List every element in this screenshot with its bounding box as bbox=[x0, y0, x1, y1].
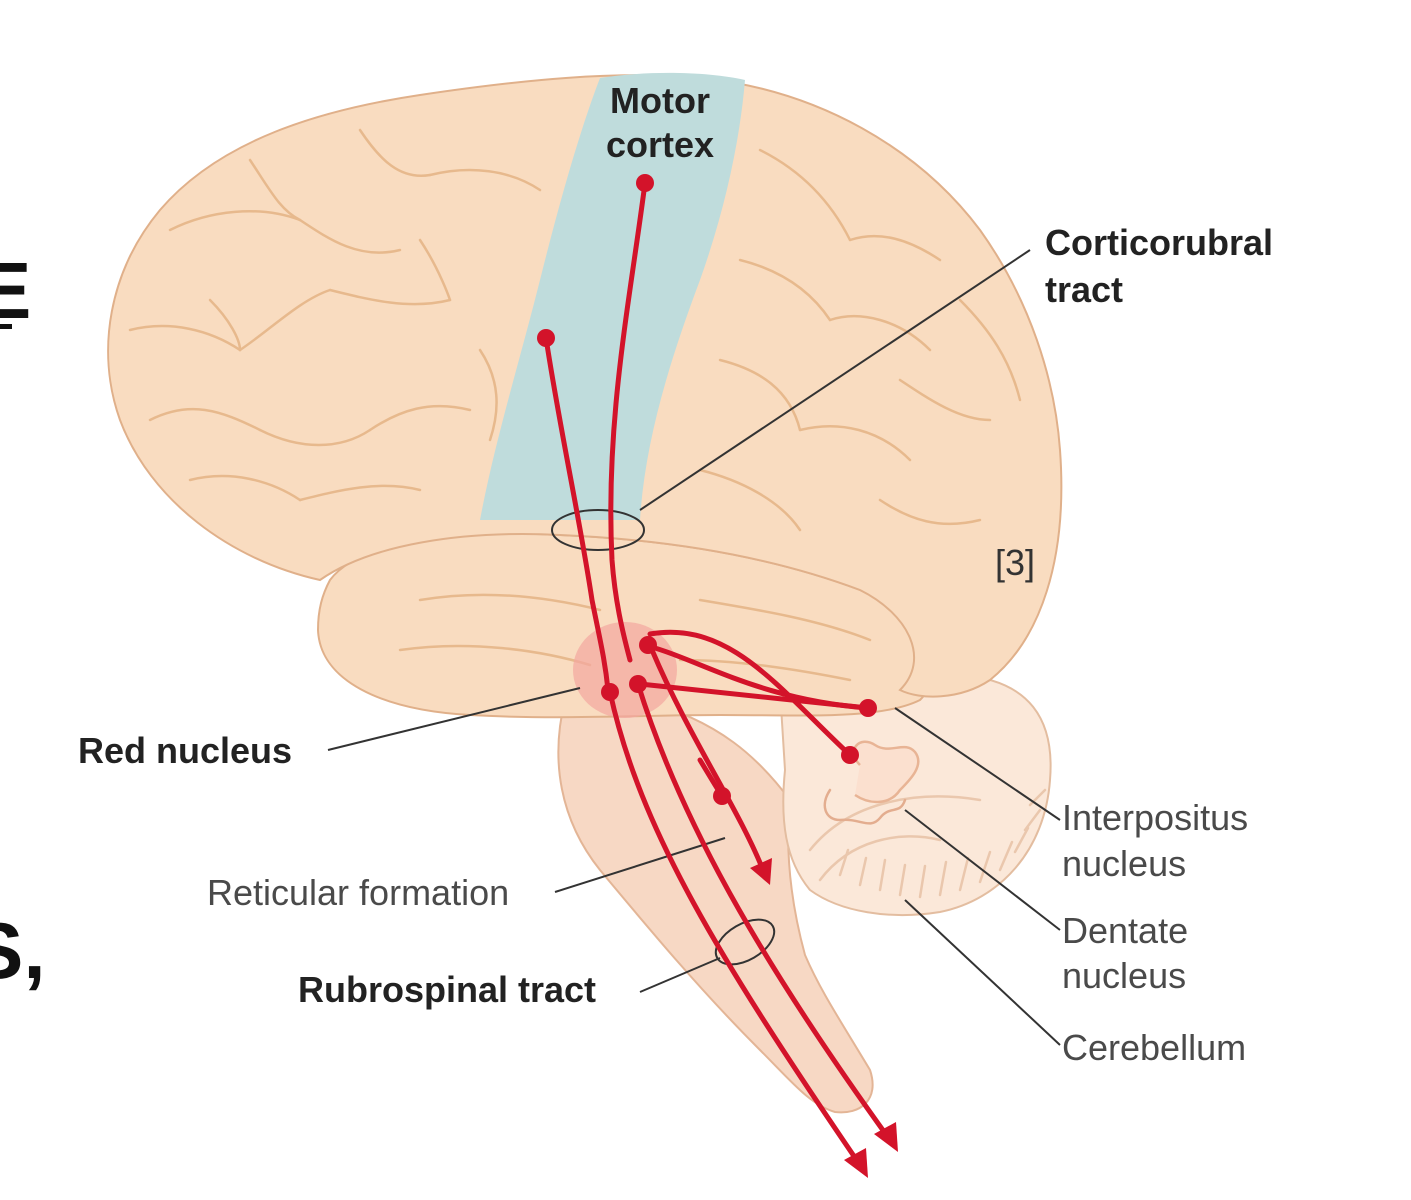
corticorubral-fiber-2 bbox=[543, 335, 611, 693]
dentate-folds bbox=[823, 788, 907, 825]
red-nucleus-label: Red nucleus bbox=[78, 730, 292, 771]
motor-cortex-neuron-2 bbox=[537, 329, 555, 347]
motor-cortex-strip bbox=[480, 72, 745, 521]
dentate-label-line1: Dentate bbox=[1062, 910, 1188, 951]
page-fragment-underline bbox=[0, 324, 12, 329]
reticular-formation-label: Reticular formation bbox=[207, 872, 509, 913]
motor-cortex-label-line2: cortex bbox=[606, 124, 714, 165]
reticular-leader bbox=[554, 837, 726, 893]
dentate-neuron bbox=[841, 746, 859, 764]
red-nucleus-neuron-3 bbox=[629, 675, 647, 693]
leader-lines bbox=[327, 249, 1061, 1046]
interpositus-label-line2: nucleus bbox=[1062, 843, 1186, 884]
page-fragment-bottom: S, bbox=[0, 906, 46, 995]
interpositus-neuron bbox=[859, 699, 877, 717]
dentate-leader bbox=[904, 809, 1061, 931]
cerebellum-folia bbox=[808, 788, 1047, 899]
red-nucleus-neuron-1 bbox=[639, 636, 657, 654]
dentate-nucleus-shape bbox=[852, 740, 920, 804]
reticular-neuron bbox=[713, 787, 731, 805]
corticorubral-fiber-1 bbox=[608, 180, 648, 663]
red-nucleus-neuron-2 bbox=[601, 683, 619, 701]
corticorubral-leader bbox=[639, 249, 1031, 511]
motor-cortex-label-line1: Motor bbox=[610, 80, 710, 121]
interpositus-leader bbox=[894, 707, 1061, 821]
motor-cortex-neuron-1 bbox=[636, 174, 654, 192]
reticular-fiber bbox=[649, 647, 768, 878]
reticular-arrowhead bbox=[750, 858, 772, 885]
rubrospinal-leader bbox=[639, 957, 721, 993]
neural-tracts bbox=[537, 174, 898, 1178]
cerebellum-leader bbox=[904, 899, 1061, 1046]
dentate-fiber bbox=[647, 629, 853, 758]
cerebellum-label: Cerebellum bbox=[1062, 1027, 1246, 1068]
corticorubral-label-line1: Corticorubral bbox=[1045, 222, 1273, 263]
red-nucleus-leader bbox=[327, 687, 581, 751]
rubrospinal-ring bbox=[714, 918, 776, 966]
reference-label: [3] bbox=[995, 542, 1035, 583]
interpositus-label-line1: Interpositus bbox=[1062, 797, 1248, 838]
cross-fiber bbox=[637, 681, 871, 711]
cortex-sulci bbox=[128, 128, 1022, 682]
rubrospinal-fiber-1 bbox=[607, 689, 863, 1168]
rubrospinal-fiber-2 bbox=[635, 681, 893, 1143]
rubrospinal-tract-label: Rubrospinal tract bbox=[298, 969, 596, 1010]
page-fragment-top: E bbox=[0, 246, 31, 335]
dentate-label-line2: nucleus bbox=[1062, 955, 1186, 996]
rubrospinal-arrowhead-2 bbox=[874, 1122, 898, 1152]
rubrospinal-arrowhead-1 bbox=[844, 1148, 868, 1178]
corticorubral-ring bbox=[551, 509, 645, 551]
corticorubral-label-line2: tract bbox=[1045, 269, 1123, 310]
